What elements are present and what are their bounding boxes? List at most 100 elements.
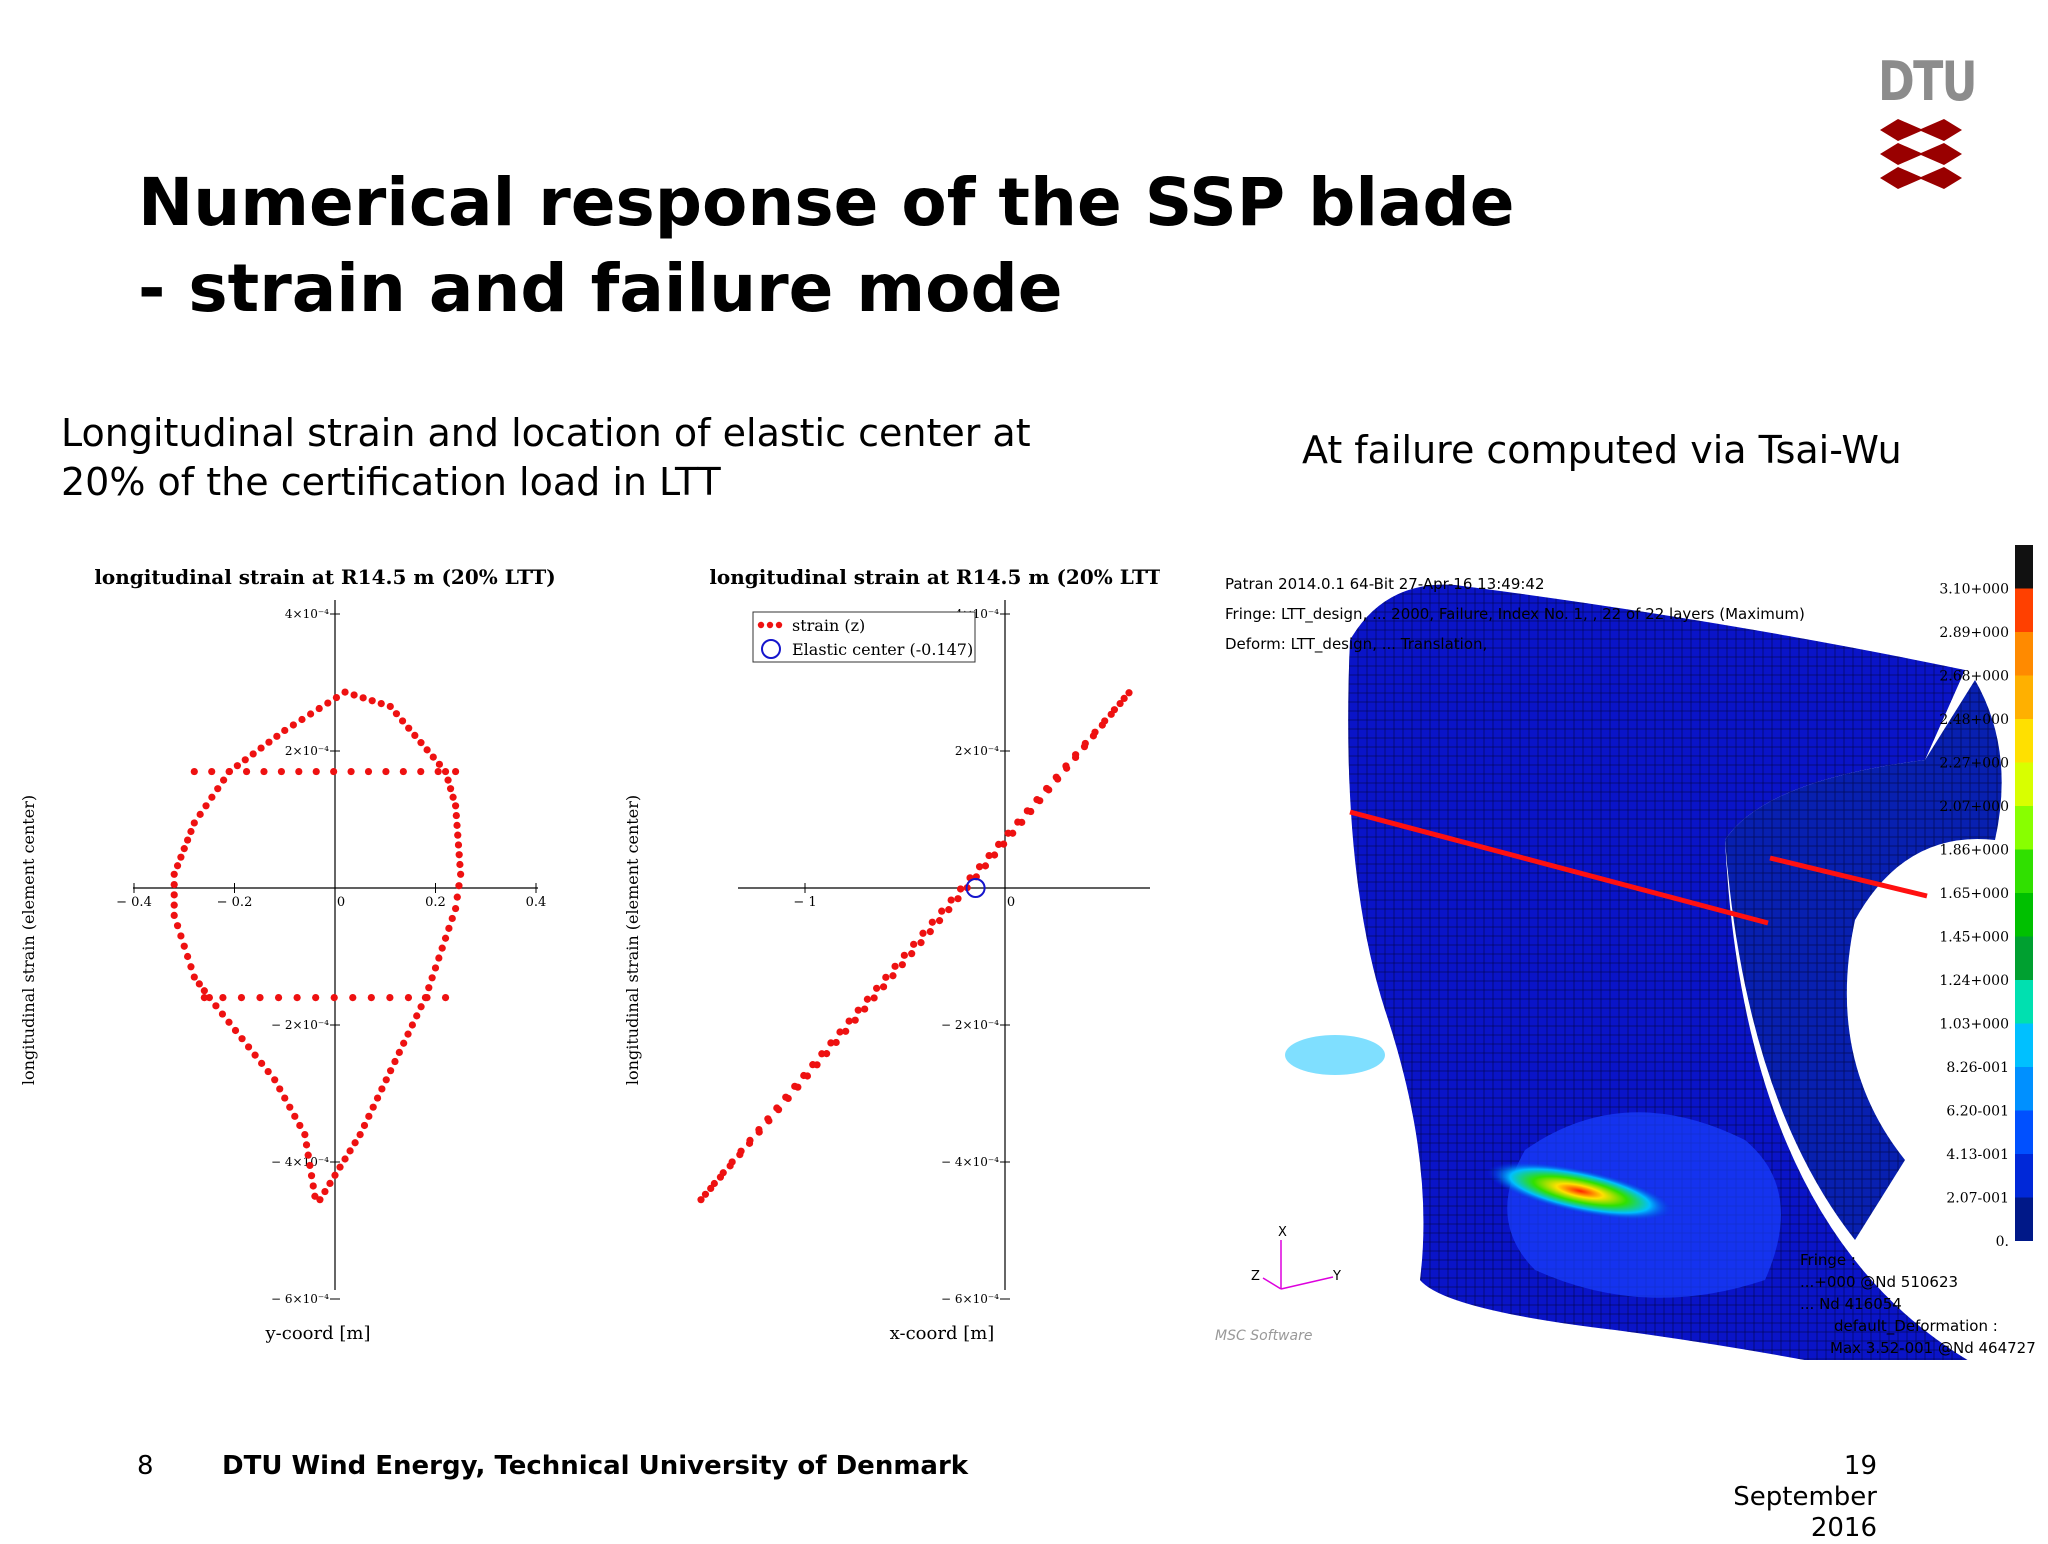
strain-point [296,1121,304,1130]
fem-stat-2: ...+000 @Nd 510623 [1800,1273,1958,1291]
strain-point [453,821,461,829]
strain-point [315,704,323,713]
chart-strain-vs-x: longitudinal strain at R14.5 m (20% LTT)… [623,565,1160,1344]
strain-point [870,994,878,1002]
x-tick-label: − 0.2 [217,895,253,910]
fem-stat-4: default_Deformation : [1834,1317,1998,1336]
strain-point [265,738,273,746]
strain-point [873,984,881,992]
strain-point [854,1006,862,1014]
strain-point [350,691,358,699]
strain-point [208,767,216,776]
footer-institution: DTU Wind Energy, Technical University of… [222,1451,969,1481]
strain-point [170,870,178,878]
legend-value: 8.26-001 [1946,1060,2009,1076]
legend-value: 1.03+000 [1939,1017,2009,1033]
fem-header-1: Patran 2014.0.1 64-Bit 27-Apr-16 13:49:4… [1225,575,1545,593]
strain-point [326,1179,334,1188]
strain-point [908,950,916,958]
legend-value: 1.24+000 [1939,973,2009,989]
strain-point [301,1131,309,1139]
strain-point [242,767,251,776]
strain-point [452,904,460,913]
strain-point [444,776,452,784]
strain-point [208,793,216,801]
legend-value: 2.27+000 [1939,756,2009,772]
strain-point [225,767,233,776]
strain-point [889,972,897,980]
page-number: 8 [137,1451,154,1481]
footer-date-month: September [1733,1482,1877,1512]
strain-point [755,1125,763,1134]
strain-point [399,767,407,776]
strain-point [728,1158,736,1166]
strain-point [378,1085,386,1093]
strain-point [249,750,257,758]
legend-strain-marker [757,621,783,629]
strain-point [1023,807,1031,815]
legend-swatch [2015,1154,2033,1198]
strain-point [330,767,338,776]
x-tick-label: 0.4 [526,895,547,910]
strain-point [1116,699,1124,708]
legend-strain-label: strain (z) [792,616,865,635]
strain-point [276,1085,284,1093]
blade-mesh [1285,584,2002,1360]
legend-value: 2.89+000 [1939,625,2009,641]
strain-point [360,1121,369,1130]
strain-point [331,1171,339,1179]
legend-swatch [2015,806,2033,850]
strain-point [956,885,965,893]
strain-point [455,882,463,890]
legend-swatch [2015,1197,2033,1241]
strain-point [1014,818,1022,826]
strain-point [312,994,320,1002]
fem-stat-5: Max 3.52-001 @Nd 464727 [1830,1339,2036,1357]
strain-point [1043,784,1051,793]
strain-point [212,1002,220,1010]
strain-point [809,1061,817,1069]
strain-point [445,924,453,932]
strain-point [428,974,436,982]
strain-point [1052,773,1060,781]
strain-point [219,994,227,1002]
strain-point [177,932,185,940]
legend-value: 2.07+000 [1939,799,2009,815]
strain-point [295,767,303,776]
strain-point [452,811,460,820]
fem-failure-plot: Patran 2014.0.1 64-Bit 27-Apr-16 13:49:4… [1215,545,2036,1360]
strain-point [281,1094,289,1102]
legend-value: 2.48+000 [1939,712,2009,728]
strain-point [919,929,927,937]
strain-point [286,1103,294,1111]
strain-point [218,1010,227,1018]
strain-point [170,891,178,899]
strain-point [917,939,925,947]
strain-point [304,1151,312,1159]
legend-value: 1.45+000 [1939,930,2009,946]
strain-point [737,1147,745,1155]
legend-value: 1.65+000 [1939,886,2009,902]
strain-point [438,944,446,952]
strain-point [273,732,281,740]
strain-point [238,1035,246,1043]
strain-point [710,1179,718,1188]
strain-point [382,767,390,776]
strain-point [452,802,460,810]
legend-value: 4.13-001 [1946,1147,2009,1163]
legend-swatch [2015,1110,2033,1154]
strain-point [173,862,182,870]
legend-swatch [2015,849,2033,893]
strain-point [220,776,228,784]
strain-point [782,1093,790,1101]
strain-point [277,767,285,776]
legend-value: 2.07-001 [1946,1191,2009,1207]
strain-point [302,1141,311,1149]
legend-swatch [2015,632,2033,676]
legend-swatch [2015,893,2033,937]
strain-point [237,994,246,1002]
strain-point [879,983,888,991]
strain-point [187,963,195,971]
axis-z-label: Z [1251,1269,1260,1284]
strain-point [452,767,460,776]
